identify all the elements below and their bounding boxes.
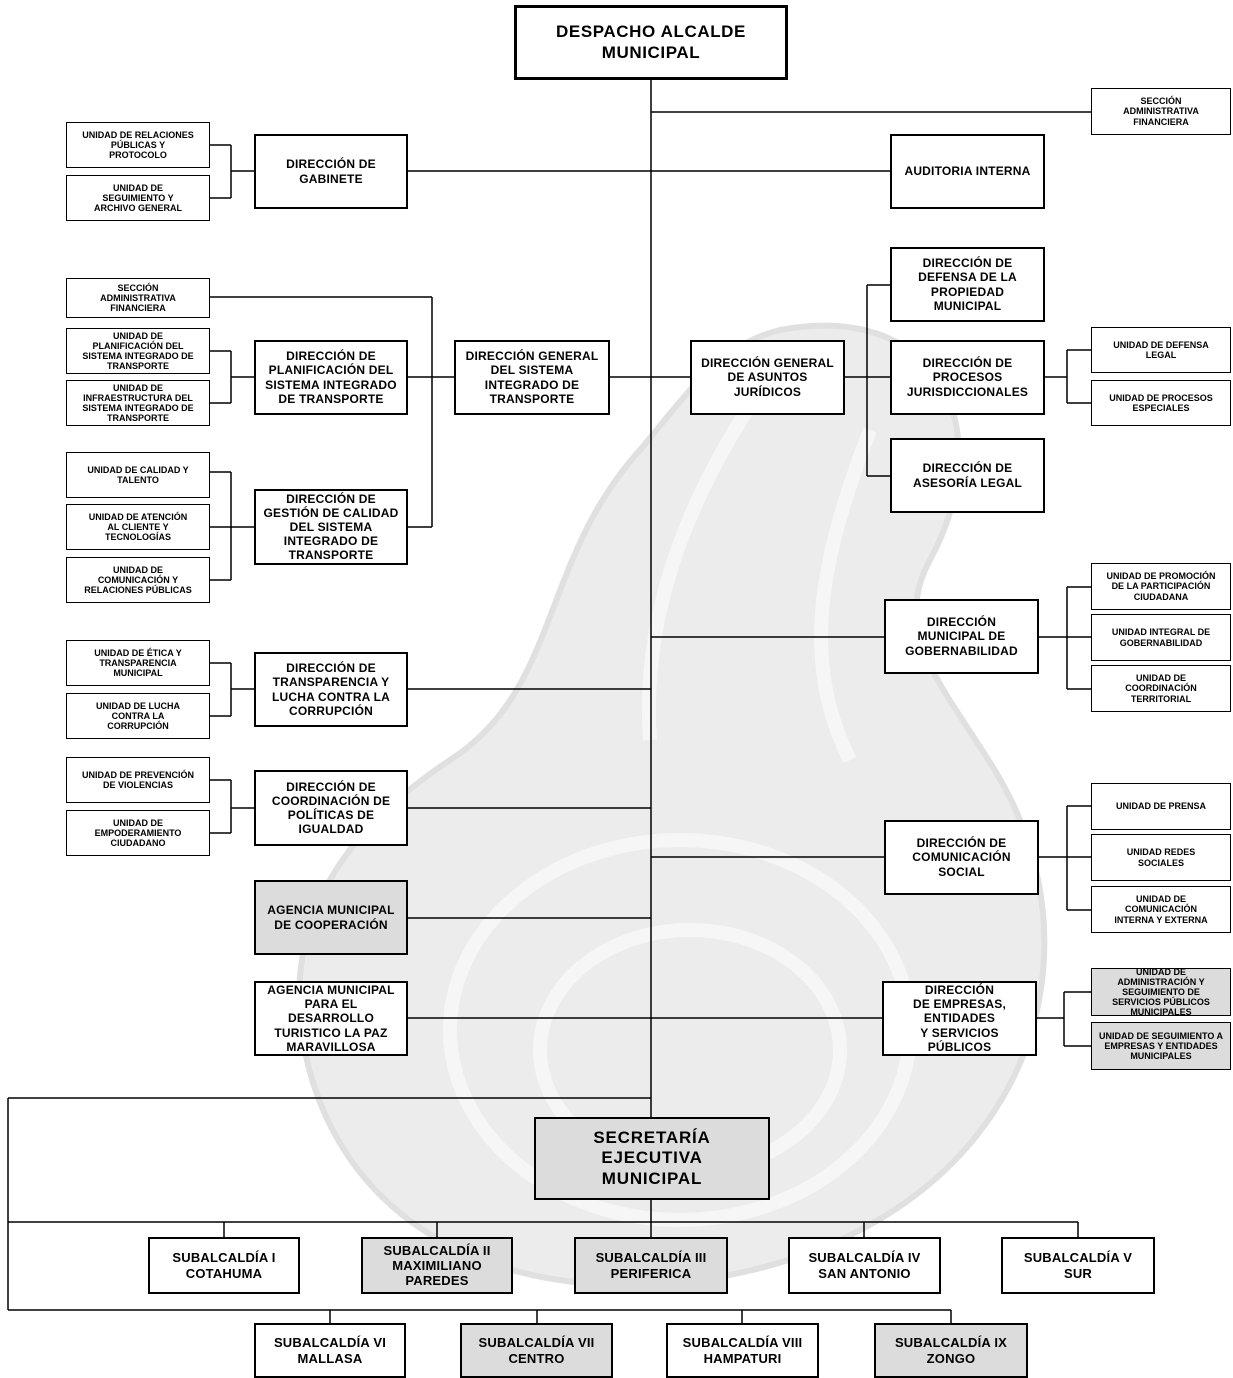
- subalcaldia-ix-box: SUBALCALDÍA IX ZONGO: [874, 1323, 1028, 1378]
- unidad-integral-box: UNIDAD INTEGRAL DE GOBERNABILIDAD: [1091, 614, 1231, 661]
- unidad-infraestructura-sit-box: UNIDAD DE INFRAESTRUCTURA DEL SISTEMA IN…: [66, 380, 210, 426]
- unidad-atencion-cliente-box: UNIDAD DE ATENCIÓN AL CLIENTE Y TECNOLOG…: [66, 504, 210, 550]
- direccion-general-sit-box: DIRECCIÓN GENERAL DEL SISTEMA INTEGRADO …: [454, 340, 610, 415]
- subalcaldia-iv-box: SUBALCALDÍA IV SAN ANTONIO: [788, 1237, 941, 1294]
- secretaria-ejecutiva-box: SECRETARÍA EJECUTIVA MUNICIPAL: [534, 1117, 770, 1200]
- subalcaldia-iii-box: SUBALCALDÍA III PERIFERICA: [574, 1237, 728, 1294]
- unidad-prevencion-box: UNIDAD DE PREVENCIÓN DE VIOLENCIAS: [66, 757, 210, 803]
- seccion-admin-sit-box: SECCIÓN ADMINISTRATIVA FINANCIERA: [66, 278, 210, 318]
- unidad-redes-box: UNIDAD REDES SOCIALES: [1091, 834, 1231, 881]
- subalcaldia-vi-box: SUBALCALDÍA VI MALLASA: [254, 1323, 406, 1378]
- subalcaldia-ii-box: SUBALCALDÍA II MAXIMILIANO PAREDES: [361, 1237, 513, 1294]
- unidad-etica-box: UNIDAD DE ÉTICA Y TRANSPARENCIA MUNICIPA…: [66, 640, 210, 686]
- subalcaldia-vii-box: SUBALCALDÍA VII CENTRO: [460, 1323, 613, 1378]
- despacho-alcalde-box: DESPACHO ALCALDE MUNICIPAL: [514, 5, 788, 80]
- unidad-calidad-talento-box: UNIDAD DE CALIDAD Y TALENTO: [66, 452, 210, 498]
- direccion-asesoria-box: DIRECCIÓN DE ASESORÍA LEGAL: [890, 438, 1045, 513]
- direccion-comunicacion-box: DIRECCIÓN DE COMUNICACIÓN SOCIAL: [884, 820, 1039, 895]
- seccion-administrativa-box: SECCIÓN ADMINISTRATIVA FINANCIERA: [1091, 88, 1231, 135]
- unidad-seguimiento-empresas-box: UNIDAD DE SEGUIMIENTO A EMPRESAS Y ENTID…: [1091, 1022, 1231, 1070]
- direccion-procesos-box: DIRECCIÓN DE PROCESOS JURISDICCIONALES: [890, 340, 1045, 415]
- unidad-relaciones-publicas-box: UNIDAD DE RELACIONES PÚBLICAS Y PROTOCOL…: [66, 122, 210, 168]
- unidad-coordinacion-territorial-box: UNIDAD DE COORDINACIÓN TERRITORIAL: [1091, 665, 1231, 712]
- subalcaldia-viii-box: SUBALCALDÍA VIII HAMPATURI: [666, 1323, 819, 1378]
- direccion-gabinete-box: DIRECCIÓN DE GABINETE: [254, 134, 408, 209]
- unidad-seguimiento-archivo-box: UNIDAD DE SEGUIMIENTO Y ARCHIVO GENERAL: [66, 175, 210, 221]
- subalcaldia-v-box: SUBALCALDÍA V SUR: [1001, 1237, 1155, 1294]
- unidad-empoderamiento-box: UNIDAD DE EMPODERAMIENTO CIUDADANO: [66, 810, 210, 856]
- agencia-cooperacion-box: AGENCIA MUNICIPAL DE COOPERACIÓN: [254, 880, 408, 955]
- unidad-comunicacion-rp-box: UNIDAD DE COMUNICACIÓN Y RELACIONES PÚBL…: [66, 557, 210, 603]
- unidad-lucha-box: UNIDAD DE LUCHA CONTRA LA CORRUPCIÓN: [66, 693, 210, 739]
- unidad-promocion-box: UNIDAD DE PROMOCIÓN DE LA PARTICIPACIÓN …: [1091, 563, 1231, 610]
- agencia-turismo-box: AGENCIA MUNICIPAL PARA EL DESARROLLO TUR…: [254, 981, 408, 1056]
- direccion-defensa-propiedad-box: DIRECCIÓN DE DEFENSA DE LA PROPIEDAD MUN…: [890, 247, 1045, 322]
- direccion-gobernabilidad-box: DIRECCIÓN MUNICIPAL DE GOBERNABILIDAD: [884, 599, 1039, 674]
- unidad-planificacion-sit-box: UNIDAD DE PLANIFICACIÓN DEL SISTEMA INTE…: [66, 328, 210, 374]
- unidad-comunicacion-interna-box: UNIDAD DE COMUNICACIÓN INTERNA Y EXTERNA: [1091, 886, 1231, 933]
- direccion-planificacion-sit-box: DIRECCIÓN DE PLANIFICACIÓN DEL SISTEMA I…: [254, 340, 408, 415]
- unidad-admin-servicios-box: UNIDAD DE ADMINISTRACIÓN Y SEGUIMIENTO D…: [1091, 968, 1231, 1016]
- unidad-defensa-legal-box: UNIDAD DE DEFENSA LEGAL: [1091, 327, 1231, 373]
- direccion-transparencia-box: DIRECCIÓN DE TRANSPARENCIA Y LUCHA CONTR…: [254, 652, 408, 727]
- auditoria-interna-box: AUDITORIA INTERNA: [890, 134, 1045, 209]
- unidad-procesos-especiales-box: UNIDAD DE PROCESOS ESPECIALES: [1091, 380, 1231, 426]
- unidad-prensa-box: UNIDAD DE PRENSA: [1091, 783, 1231, 830]
- direccion-general-juridicos-box: DIRECCIÓN GENERAL DE ASUNTOS JURÍDICOS: [690, 340, 845, 415]
- direccion-igualdad-box: DIRECCIÓN DE COORDINACIÓN DE POLÍTICAS D…: [254, 770, 408, 846]
- direccion-gestion-calidad-box: DIRECCIÓN DE GESTIÓN DE CALIDAD DEL SIST…: [254, 489, 408, 565]
- direccion-empresas-box: DIRECCIÓN DE EMPRESAS, ENTIDADES Y SERVI…: [882, 981, 1037, 1056]
- subalcaldia-i-box: SUBALCALDÍA I COTAHUMA: [148, 1237, 300, 1294]
